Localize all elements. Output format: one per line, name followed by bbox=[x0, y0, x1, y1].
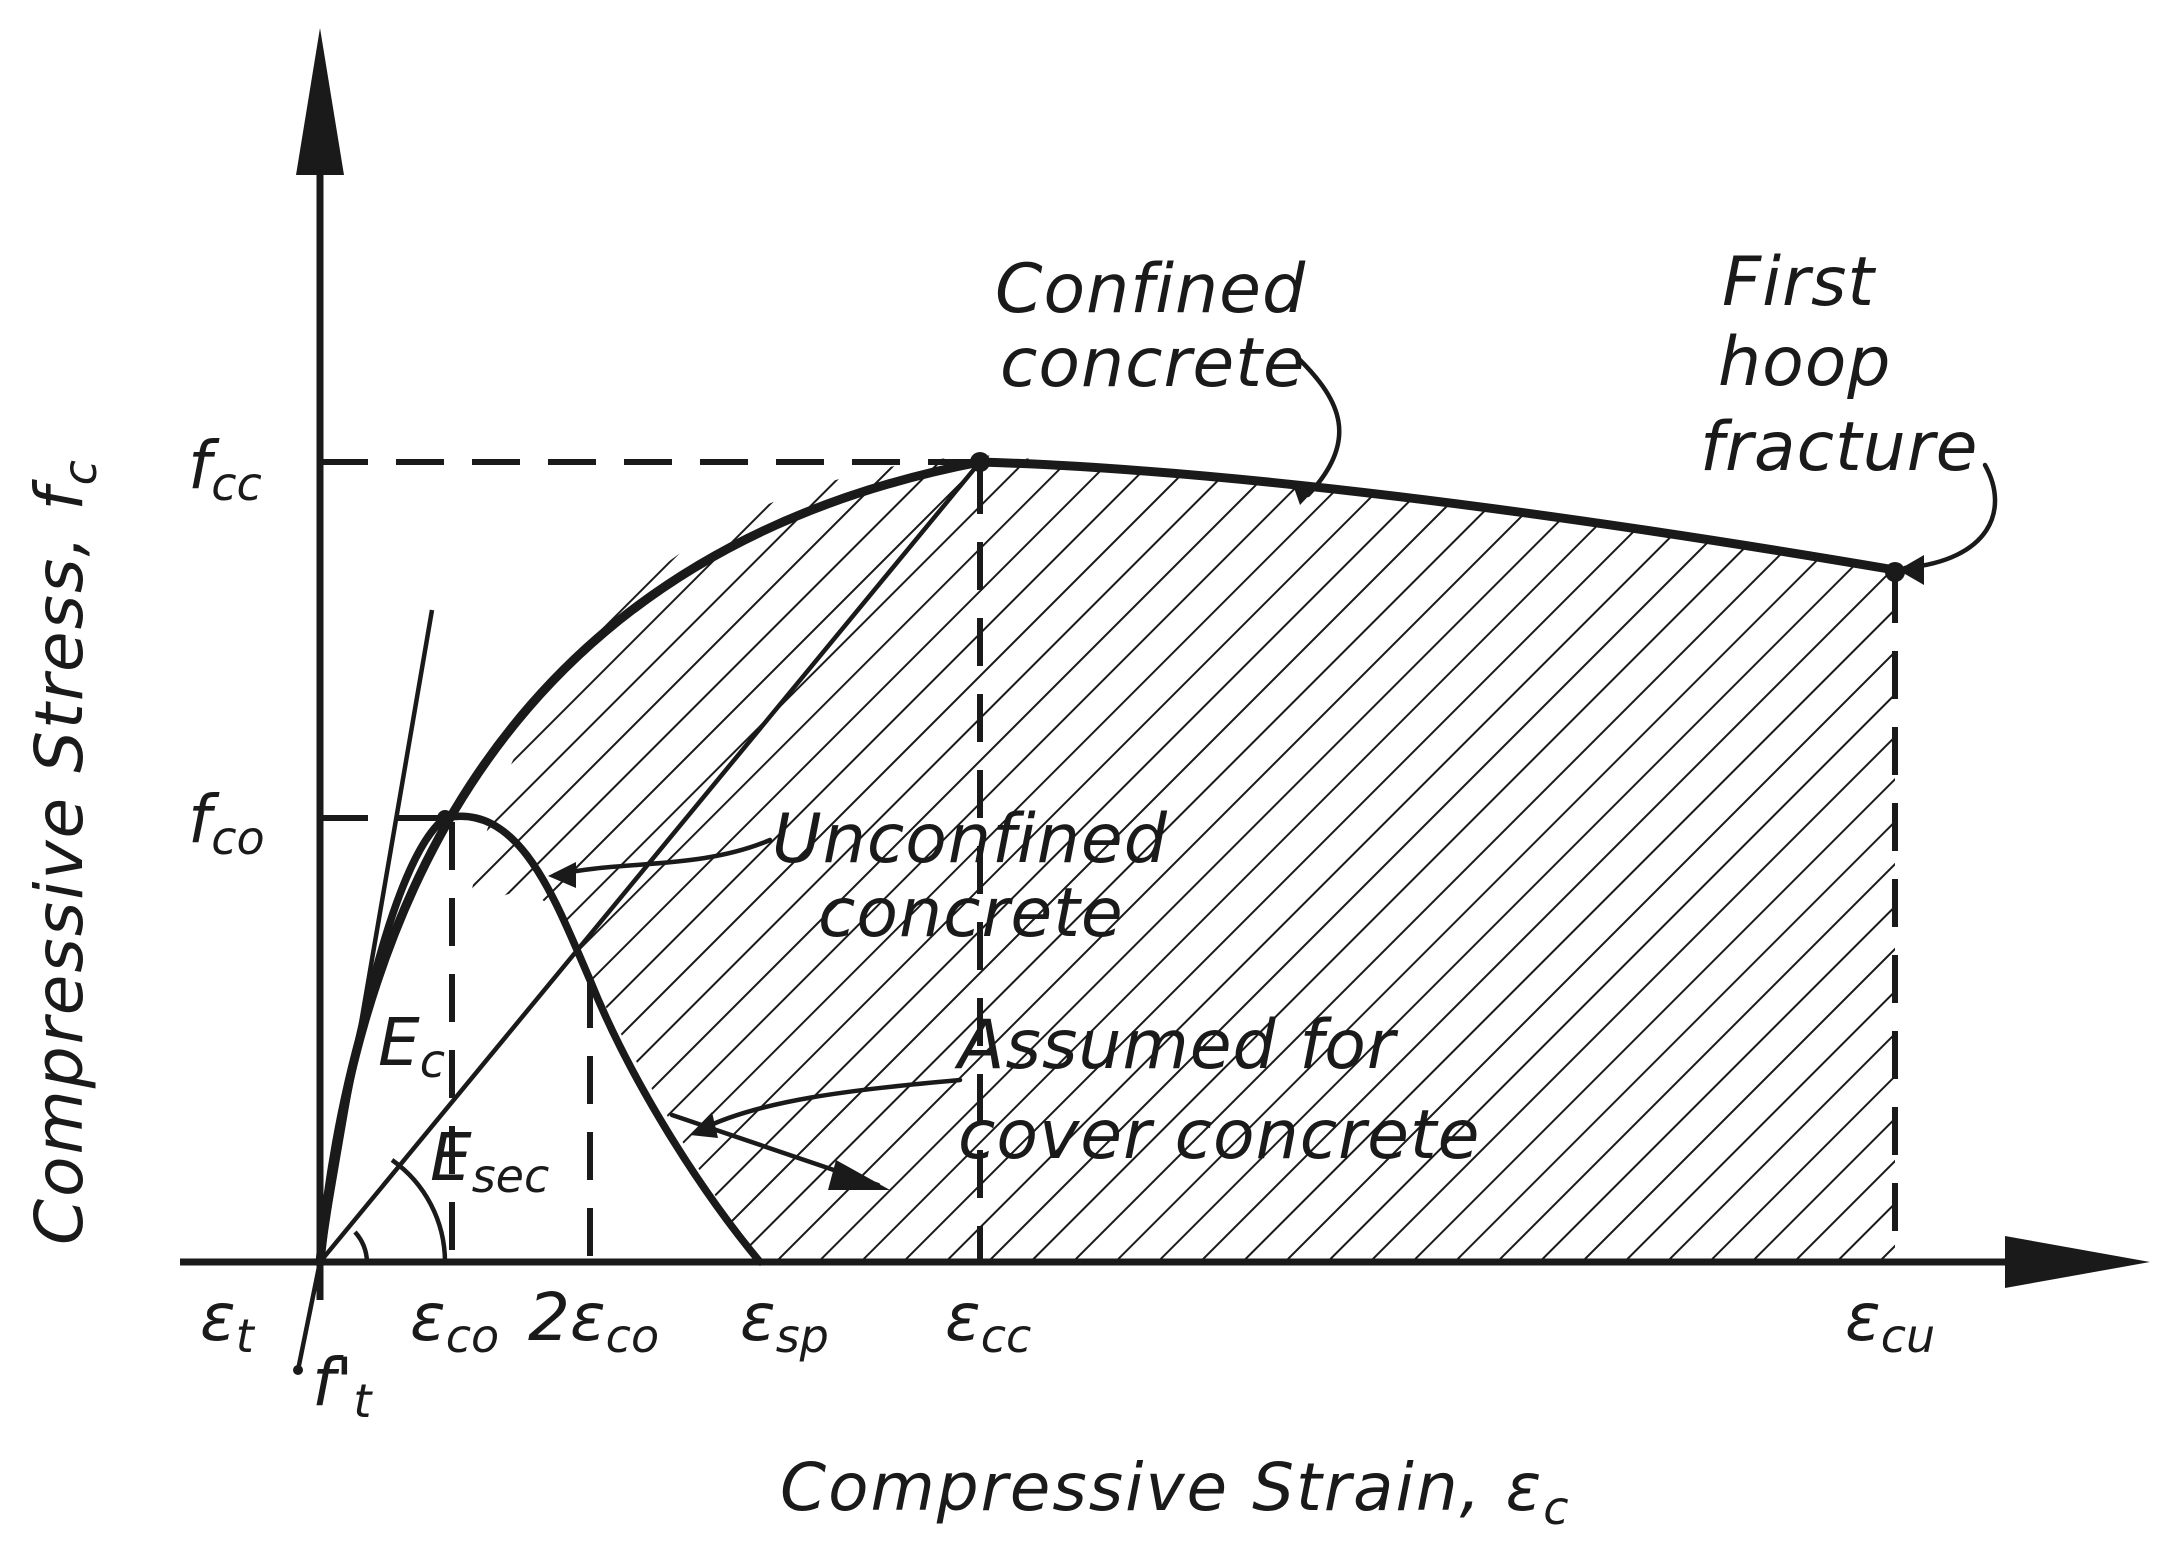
hoop-leader-arrow-icon bbox=[1898, 555, 1924, 585]
hoop-leader bbox=[1902, 462, 1998, 571]
eco-tick-label: εco bbox=[410, 1279, 499, 1363]
ecu-tick-label: εcu bbox=[1845, 1279, 1935, 1363]
fcc-tick-label: fcc bbox=[188, 427, 262, 511]
confined-leader-arrow-icon bbox=[1292, 482, 1316, 505]
axes bbox=[180, 28, 2150, 1300]
ecc-tick-label: εcc bbox=[945, 1279, 1031, 1363]
hoop-fracture-point bbox=[1885, 562, 1905, 582]
leaders bbox=[548, 357, 1998, 1190]
unconfined-leader bbox=[552, 837, 773, 878]
reference-lines bbox=[320, 459, 1898, 1262]
cover-annotation: Assumed for cover concrete bbox=[954, 1006, 1480, 1175]
secant-angle-arc bbox=[390, 1158, 448, 1263]
confined-peak-point bbox=[970, 452, 990, 472]
cover-leader bbox=[697, 1077, 963, 1133]
y-axis-arrow-icon bbox=[296, 28, 344, 175]
unconfined-peak-point bbox=[437, 810, 453, 826]
ft-label: f't bbox=[312, 1344, 373, 1428]
ec-label: Ec bbox=[378, 1004, 445, 1088]
confined-concrete-curve bbox=[315, 457, 1900, 1267]
unconfined-leader-arrow-icon bbox=[548, 862, 576, 888]
hoop-fracture-annotation: First hoop fracture bbox=[1700, 243, 1979, 487]
tangent-angle-arc bbox=[353, 1230, 370, 1263]
confined-annotation: Confined concrete bbox=[995, 250, 1329, 403]
esp-tick-label: εsp bbox=[740, 1279, 829, 1363]
2eco-tick-label: 2εco bbox=[528, 1279, 659, 1363]
unconfined-concrete-curve bbox=[316, 812, 764, 1266]
fco-tick-label: fco bbox=[188, 781, 265, 865]
esec-label: Esec bbox=[430, 1119, 549, 1203]
confined-leader bbox=[1297, 357, 1342, 498]
et-tick-label: εt bbox=[200, 1279, 256, 1363]
x-axis-arrow-icon bbox=[2005, 1236, 2150, 1288]
unconfined-annotation: Unconfined concrete bbox=[772, 800, 1191, 953]
cover-branch-arrow-icon bbox=[828, 1160, 890, 1190]
tension-branch bbox=[295, 1261, 323, 1371]
y-axis-title: Compressive Stress, fc bbox=[21, 458, 107, 1245]
curves bbox=[293, 452, 1905, 1375]
x-axis-title: Compressive Strain, εc bbox=[780, 1449, 1571, 1535]
